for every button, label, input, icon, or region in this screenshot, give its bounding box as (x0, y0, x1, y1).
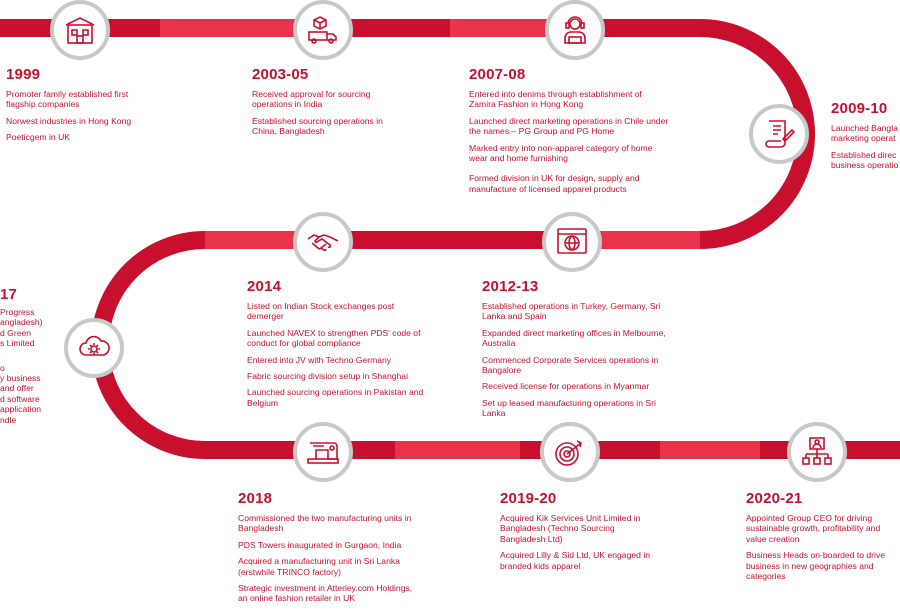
milestone-2019-20: 2019-20 Acquired Kik Services Unit Limit… (500, 490, 660, 577)
milestone-item: Launched Bangla (831, 123, 898, 133)
customer-support-icon (564, 16, 586, 44)
milestone-item: Business Heads on-boarded to drive busin… (746, 550, 886, 582)
node-2018 (293, 422, 353, 482)
milestone-year: 2019-20 (500, 490, 557, 507)
globe-icon (557, 228, 587, 254)
milestone-item: d software (0, 393, 40, 404)
milestone-year: 2003-05 (252, 66, 309, 83)
milestone-year: 2020-21 (746, 490, 803, 507)
node-2003-05 (293, 0, 353, 60)
milestone-item: Established direc (831, 149, 897, 160)
milestone-item: Formed division in UK for design, supply… (469, 173, 640, 194)
milestone-1999: 1999 Promoter family established first f… (6, 66, 156, 149)
node-2016-17 (64, 318, 124, 378)
delivery-truck-icon (308, 16, 337, 44)
milestone-item: Progress (0, 307, 35, 317)
milestone-item: d Green (0, 327, 32, 338)
milestone-item: Launched NAVEX to strengthen PDS' code o… (247, 327, 421, 349)
node-2019-20 (540, 422, 600, 482)
milestone-item: Entered into denims through establishmen… (469, 89, 642, 110)
milestone-item: Launched direct marketing operations in … (469, 115, 669, 137)
sewing-machine-icon (307, 442, 339, 464)
milestone-item: Acquired a manufacturing unit in Sri Lan… (238, 556, 400, 577)
milestone-2020-21: 2020-21 Appointed Group CEO for driving … (746, 490, 896, 587)
milestone-year: 2018 (238, 490, 273, 507)
node-2020-21 (787, 422, 847, 482)
node-2012-13 (542, 212, 602, 272)
handshake-icon (307, 234, 339, 252)
node-2014 (293, 212, 353, 272)
milestone-item: y business (0, 373, 41, 384)
node-2009-10 (749, 104, 809, 164)
milestone-item: Appointed Group CEO for driving sustaina… (746, 513, 881, 544)
milestone-item: Acquired Lilly & Sid Ltd, UK engaged in … (500, 550, 651, 571)
document-icon (765, 120, 796, 148)
milestone-item: Received approval for sourcing operation… (252, 89, 371, 110)
milestone-year: 17 (0, 286, 18, 303)
org-chart-icon (802, 437, 832, 465)
target-icon (555, 440, 582, 466)
milestone-year: 2014 (247, 278, 282, 295)
milestone-item: marketing operat (831, 133, 896, 144)
milestone-item: business operatio (831, 160, 899, 171)
milestone-item: Expanded direct marketing offices in Mel… (482, 327, 666, 349)
milestone-item: Promoter family established first flagsh… (6, 89, 129, 110)
milestone-item: Commenced Corporate Services operations … (482, 354, 659, 376)
milestone-item: Strategic investment in Atterley.com Hol… (238, 583, 413, 604)
milestone-item: s Limited (0, 338, 35, 349)
cloud-settings-icon (79, 335, 110, 356)
milestone-2016-17: 17 Progress angladesh) d Green s Limited… (0, 286, 52, 425)
milestone-item: Set up leased manufacturing operations i… (482, 397, 656, 419)
milestone-2012-13: 2012-13 Established operations in Turkey… (482, 278, 672, 425)
milestone-item: Established operations in Turkey, German… (482, 301, 661, 322)
milestone-item: Established sourcing operations in China… (252, 115, 383, 137)
milestone-item: o (0, 362, 5, 373)
milestone-item: and offer (0, 383, 34, 394)
factory-icon (65, 17, 95, 44)
milestone-item: Launched sourcing operations in Pakistan… (247, 387, 424, 408)
milestone-2018: 2018 Commissioned the two manufacturing … (238, 490, 418, 610)
milestone-2009-10: 2009-10 Launched Bangla marketing operat… (831, 100, 900, 177)
milestone-item: Commissioned the two manufacturing units… (238, 513, 412, 534)
milestone-year: 2012-13 (482, 278, 539, 295)
milestone-item: Poeticgem in UK (6, 132, 71, 143)
milestone-2007-08: 2007-08 Entered into denims through esta… (469, 66, 669, 200)
node-1999 (50, 0, 110, 60)
milestone-year: 2007-08 (469, 66, 526, 83)
milestone-2003-05: 2003-05 Received approval for sourcing o… (252, 66, 402, 143)
milestone-item: Listed on Indian Stock exchanges post de… (247, 301, 395, 322)
node-2007-08 (545, 0, 605, 60)
milestone-item: angladesh) (0, 317, 43, 328)
milestone-item: Norwest industries in Hong Kong (6, 115, 132, 126)
milestone-2014: 2014 Listed on Indian Stock exchanges po… (247, 278, 427, 414)
milestone-item: ndle (0, 414, 17, 425)
milestone-item: Acquired Kik Services Unit Limited in Ba… (500, 513, 641, 544)
milestone-item: PDS Towers inaugurated in Gurgaon, India (238, 539, 402, 550)
milestone-item: Received license for operations in Myanm… (482, 381, 650, 392)
milestone-item: Entered into JV with Techno Germany (247, 354, 392, 365)
milestone-year: 2009-10 (831, 100, 888, 117)
milestone-item: Marked entry into non-apparel category o… (469, 142, 653, 164)
milestone-item: application (0, 404, 42, 415)
milestone-item: Fabric sourcing division setup in Shangh… (247, 371, 408, 382)
milestone-year: 1999 (6, 66, 41, 83)
